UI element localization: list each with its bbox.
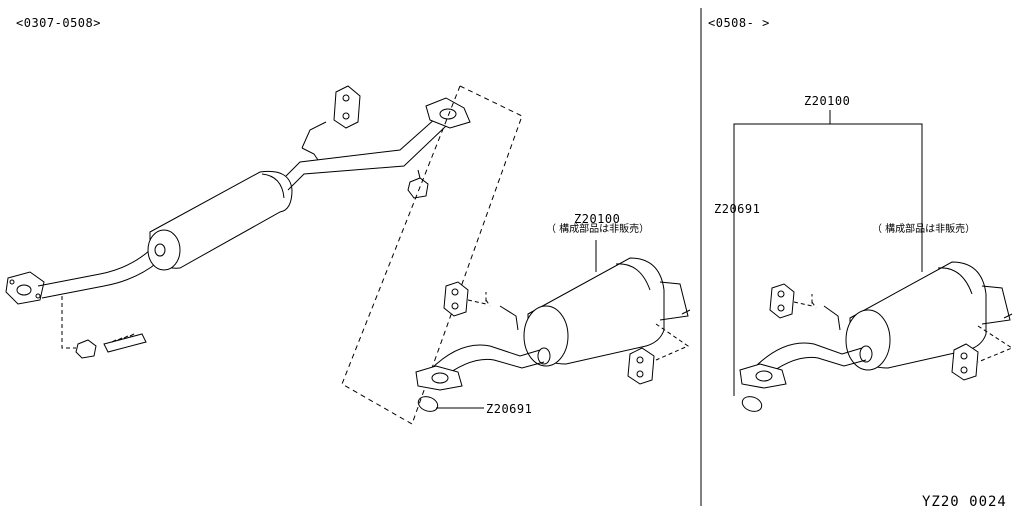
assembly-callout-box xyxy=(341,85,523,425)
rear-muffler-right xyxy=(845,261,1013,371)
rear-inlet-pipe-left xyxy=(429,344,541,371)
hanger-rubber-right-a xyxy=(769,283,795,319)
hanger-rubber-right-b xyxy=(951,343,979,381)
left-assembly-part-number: Z20100 xyxy=(574,212,621,226)
flange-nut xyxy=(407,169,429,199)
hanger-rubber-left-a xyxy=(443,281,469,317)
mid-pipe xyxy=(285,117,437,177)
rear-muffler-left xyxy=(523,257,691,367)
hanger-rubber-left-b xyxy=(627,347,655,385)
gasket-left xyxy=(417,396,439,412)
right-assembly-note: （ 構成部品は非販売） xyxy=(872,224,976,235)
center-muffler xyxy=(147,170,293,271)
front-pipe xyxy=(37,249,151,287)
assembly-bracket xyxy=(733,123,923,396)
sensor-nut xyxy=(75,339,97,359)
rear-flange-right xyxy=(739,363,787,389)
left-assembly-note: （ 構成部品は非販売） xyxy=(546,224,650,235)
front-flange xyxy=(5,271,45,305)
hanger-rubber-top xyxy=(333,85,361,129)
right-gasket-part-number: Z20691 xyxy=(714,202,761,216)
diagram-code: YZ20 0024 xyxy=(922,494,1007,510)
right-assembly-part-number: Z20100 xyxy=(804,94,851,108)
rear-inlet-pipe-right xyxy=(753,342,863,369)
right-date-range: <0508- > xyxy=(708,16,770,30)
left-gasket-part-number: Z20691 xyxy=(486,402,533,416)
left-date-range: <0307-0508> xyxy=(16,16,101,30)
center-flange xyxy=(425,97,471,129)
o2-sensor xyxy=(103,333,147,353)
rear-flange-left xyxy=(415,365,463,391)
hanger-rod xyxy=(301,121,327,161)
gasket-right xyxy=(741,396,763,412)
